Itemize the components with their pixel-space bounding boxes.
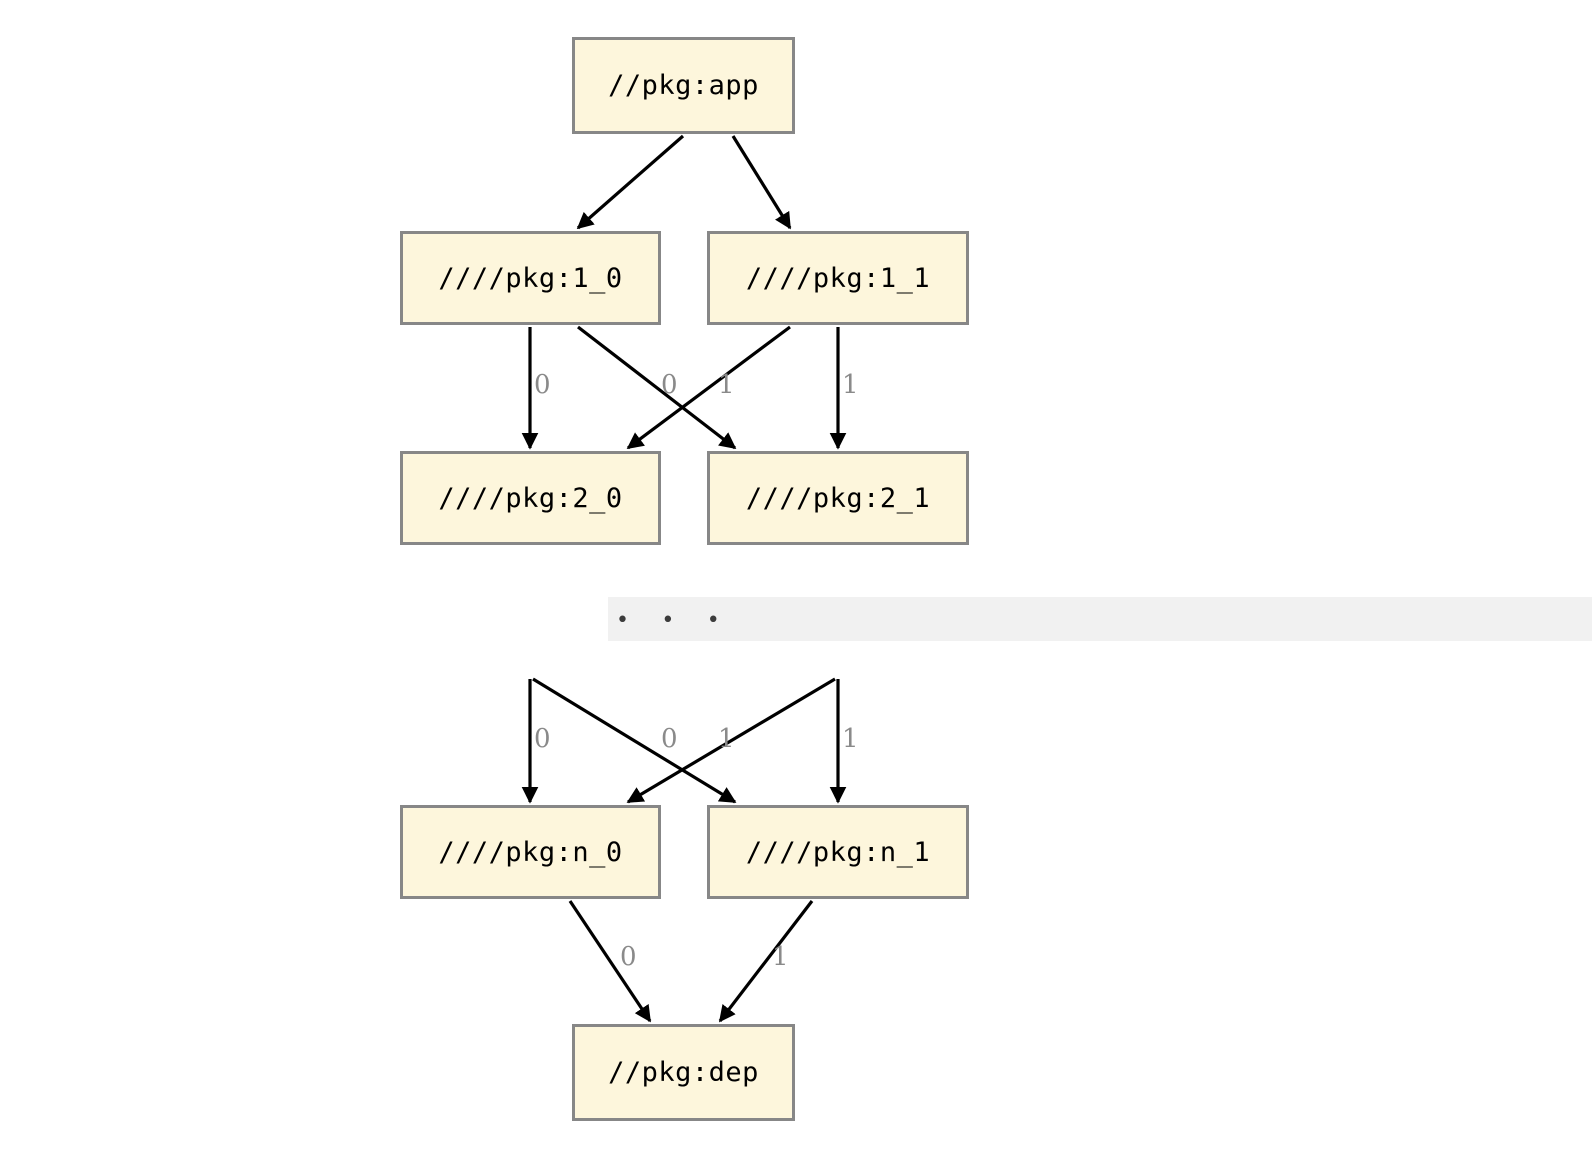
edge-label-e-dangling-n_1-a: 0 [661, 724, 678, 754]
graph-node-app[interactable]: //pkg:app [572, 37, 795, 134]
graph-edge-e-app-1_0 [576, 134, 685, 230]
graph-edge-e-dangling-n_1-a [532, 677, 737, 804]
graph-edge-e-1_0-2_1 [577, 325, 737, 450]
edge-label-e-dangling-n_1-b: 1 [842, 724, 859, 754]
edge-label-e-1_1-2_0: 1 [718, 370, 735, 400]
graph-node-l2_1[interactable]: ////pkg:2_1 [707, 451, 969, 545]
ellipsis-dots: • • • [616, 608, 734, 633]
edge-label-e-1_1-2_1: 1 [842, 370, 859, 400]
edge-label-e-n_1-dep: 1 [772, 942, 789, 972]
graph-edge-e-1_1-2_0 [626, 325, 791, 450]
graph-node-l1_0[interactable]: ////pkg:1_0 [400, 231, 661, 325]
graph-edge-e-n_1-dep [718, 900, 814, 1023]
graph-node-l2_0[interactable]: ////pkg:2_0 [400, 451, 661, 545]
graph-node-l1_1[interactable]: ////pkg:1_1 [707, 231, 969, 325]
edge-label-e-1_0-2_1: 0 [661, 370, 678, 400]
graph-node-ln_1[interactable]: ////pkg:n_1 [707, 805, 969, 899]
edge-label-e-n_0-dep: 0 [620, 942, 637, 972]
graph-node-dep[interactable]: //pkg:dep [572, 1024, 795, 1121]
edge-label-e-1_0-2_0: 0 [534, 370, 551, 400]
graph-edge-e-app-1_1 [731, 135, 792, 230]
graph-node-ln_0[interactable]: ////pkg:n_0 [400, 805, 661, 899]
graph-edge-e-n_0-dep [568, 900, 652, 1023]
edge-label-e-dangling-n_0-b: 1 [718, 724, 735, 754]
edge-label-e-dangling-n_0: 0 [534, 724, 551, 754]
ellipsis-separator-band: • • • [608, 597, 1592, 641]
